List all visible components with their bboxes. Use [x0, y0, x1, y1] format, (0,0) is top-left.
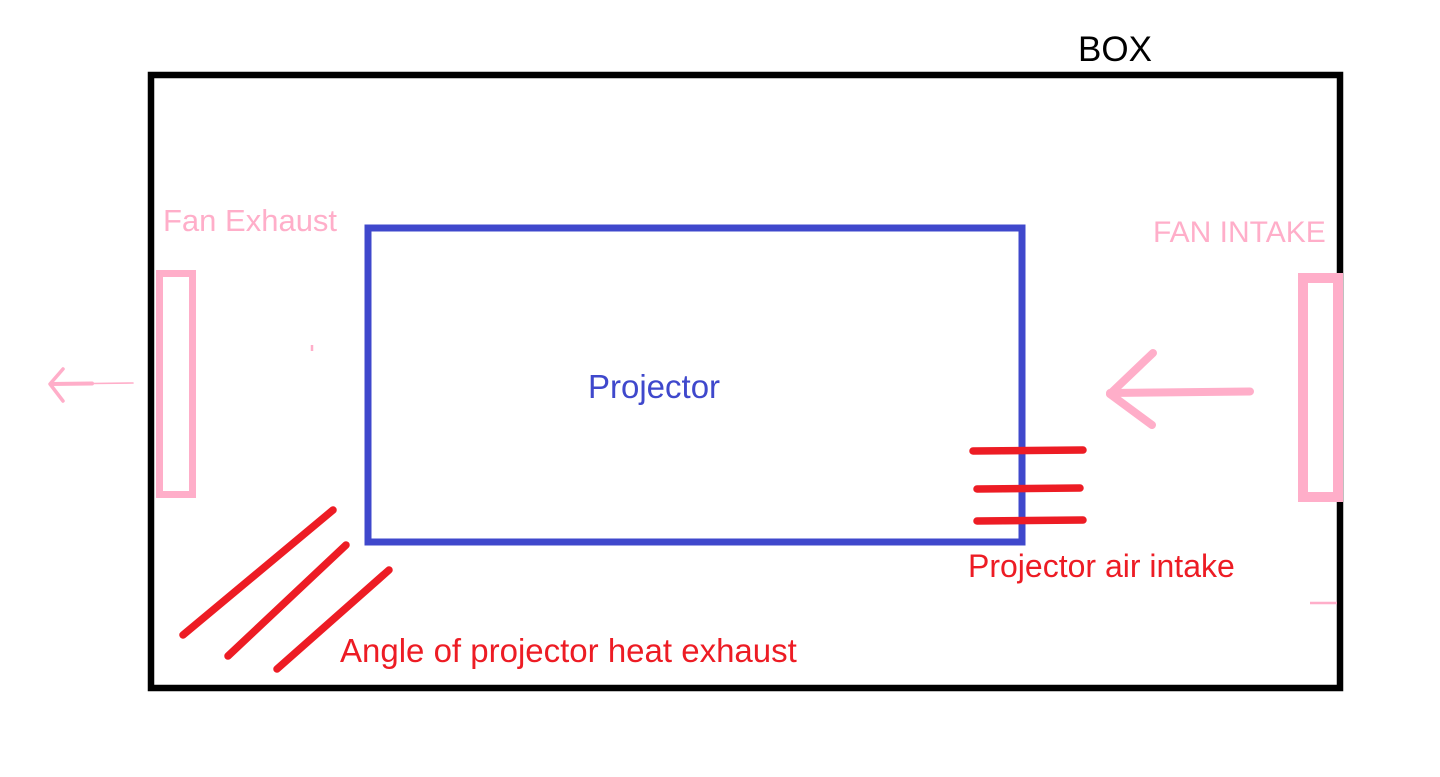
arrow-shaft-thin [91, 382, 134, 385]
arrow-shaft [1106, 387, 1254, 397]
projector-air-intake-label: Projector air intake [968, 548, 1235, 584]
left-arrow-icon [1106, 349, 1254, 429]
fan-intake-label: FAN INTAKE [1153, 216, 1326, 249]
air-intake-line [973, 516, 1087, 525]
three-horizontal-lines [969, 446, 1087, 525]
heat-exhaust-line [224, 541, 350, 660]
heat-exhaust-line [273, 566, 393, 673]
box-label: BOX [1078, 30, 1152, 69]
heat-exhaust-angle-label: Angle of projector heat exhaust [340, 632, 797, 669]
fan-exhaust-vent [156, 270, 196, 498]
arrowhead-upper [1106, 349, 1157, 398]
projector-outline [364, 224, 1026, 546]
air-intake-line [973, 484, 1084, 493]
projector-label: Projector [588, 368, 720, 405]
fan-exhaust-label: Fan Exhaust [163, 203, 337, 238]
three-diagonal-lines [179, 506, 393, 673]
arrowhead-lower [1106, 390, 1156, 429]
left-arrow-icon [48, 367, 134, 403]
air-intake-line [969, 446, 1087, 455]
fan-intake-vent [1298, 273, 1343, 502]
heat-exhaust-line [179, 506, 337, 639]
box-outline [147, 71, 1344, 692]
arrow-shaft [49, 381, 94, 386]
